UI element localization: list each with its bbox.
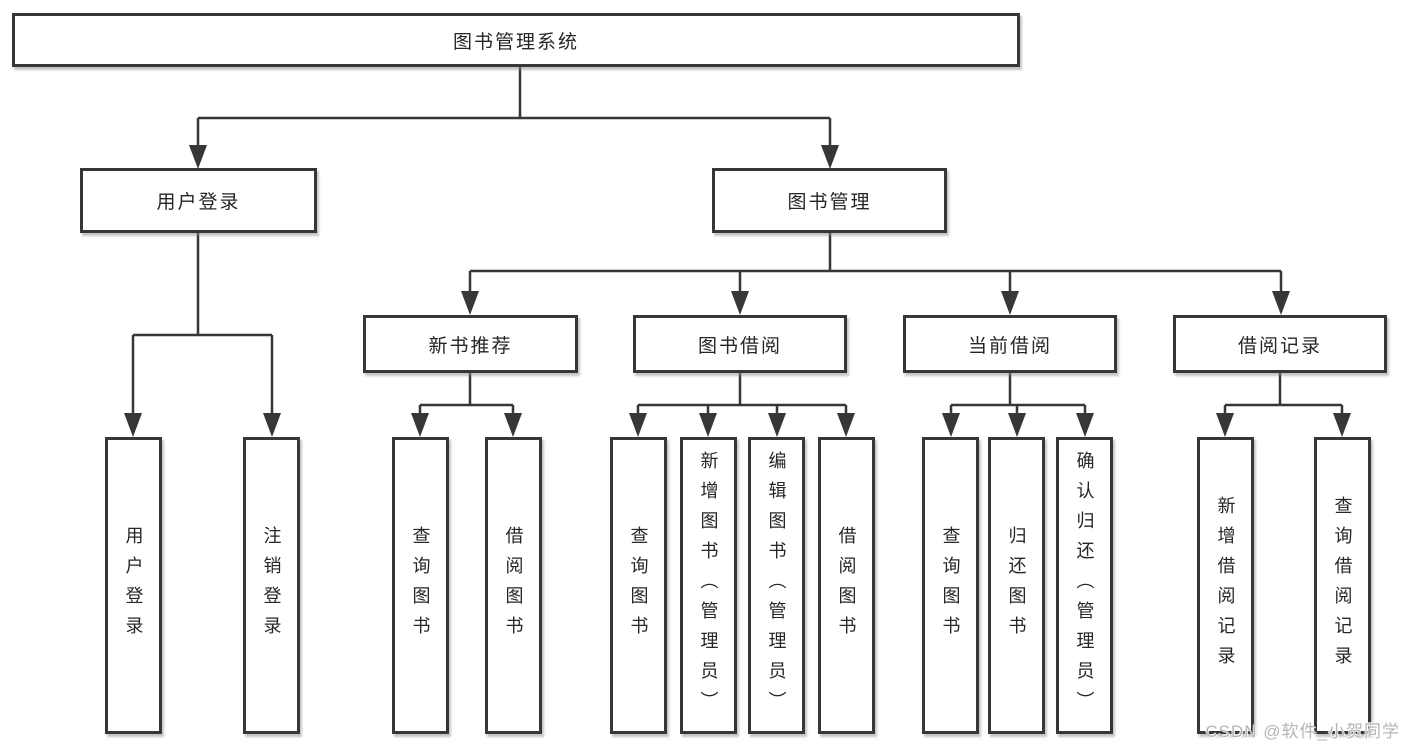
node-current-borrowing: 当前借阅 xyxy=(903,315,1117,373)
node-user-login: 用户登录 xyxy=(80,168,317,233)
arrow-to-current-borrowing xyxy=(1001,291,1019,315)
node-borrowing-records: 借阅记录 xyxy=(1173,315,1387,373)
watermark: CSDN @软件_小贺同学 xyxy=(1205,722,1400,741)
node-new-book-recommend: 新书推荐 xyxy=(363,315,578,373)
arrow-to-book-management xyxy=(821,145,839,169)
arrow-leaf xyxy=(1076,413,1094,437)
arrow-leaf xyxy=(699,413,717,437)
leaf-query-books-3: 查询图书 xyxy=(922,437,979,734)
node-root-label: 图书管理系统 xyxy=(452,31,579,53)
leaf-add-book-admin-label: 新增图书（管理员） xyxy=(698,450,719,721)
node-book-borrowing-label: 图书借阅 xyxy=(697,335,782,357)
arrow-leaf xyxy=(629,413,647,437)
arrow-leaf xyxy=(263,413,281,437)
leaf-edit-book-admin-label: 编辑图书（管理员） xyxy=(766,450,787,721)
leaf-query-books-2-label: 查询图书 xyxy=(628,525,649,646)
node-book-borrowing: 图书借阅 xyxy=(633,315,847,373)
leaf-query-borrow-record-label: 查询借阅记录 xyxy=(1332,495,1353,676)
leaf-add-borrow-record-label: 新增借阅记录 xyxy=(1215,495,1236,676)
leaf-confirm-return-admin-label: 确认归还（管理员） xyxy=(1074,450,1095,721)
connector-borrowing-records xyxy=(1223,373,1344,414)
leaf-edit-book-admin: 编辑图书（管理员） xyxy=(748,437,805,734)
leaf-add-borrow-record: 新增借阅记录 xyxy=(1197,437,1254,734)
leaf-query-books-3-label: 查询图书 xyxy=(940,525,961,646)
leaf-return-books-label: 归还图书 xyxy=(1006,525,1027,646)
connector-new-book-recommend xyxy=(418,373,515,414)
connector-book-borrowing xyxy=(636,373,848,414)
node-user-login-label: 用户登录 xyxy=(156,192,241,213)
connector-user-login xyxy=(131,233,274,414)
leaf-borrow-books-2-label: 借阅图书 xyxy=(836,525,857,646)
arrow-to-borrowing-records xyxy=(1272,291,1290,315)
arrowheads xyxy=(124,145,1351,437)
leaf-user-login-label: 用户登录 xyxy=(123,525,144,646)
leaf-user-login: 用户登录 xyxy=(105,437,162,734)
leaf-confirm-return-admin: 确认归还（管理员） xyxy=(1056,437,1113,734)
node-book-management-label: 图书管理 xyxy=(787,192,872,213)
arrow-leaf xyxy=(768,413,786,437)
leaf-borrow-books-2: 借阅图书 xyxy=(818,437,875,734)
connector-current-borrowing xyxy=(949,373,1087,414)
arrow-leaf xyxy=(124,413,142,437)
leaf-logout: 注销登录 xyxy=(243,437,300,734)
connector-root xyxy=(196,67,832,146)
leaf-query-books-1: 查询图书 xyxy=(392,437,449,734)
leaf-borrow-books-1: 借阅图书 xyxy=(485,437,542,734)
arrow-leaf xyxy=(1216,413,1234,437)
node-book-management: 图书管理 xyxy=(712,168,947,233)
arrow-to-user-login xyxy=(189,145,207,169)
arrow-to-new-book-recommend xyxy=(461,291,479,315)
node-borrowing-records-label: 借阅记录 xyxy=(1237,335,1322,357)
arrow-leaf xyxy=(504,413,522,437)
leaf-return-books: 归还图书 xyxy=(988,437,1045,734)
node-root: 图书管理系统 xyxy=(12,13,1020,67)
connector-book-management xyxy=(468,233,1283,292)
arrow-leaf xyxy=(1333,413,1351,437)
arrow-leaf xyxy=(837,413,855,437)
leaf-query-books-2: 查询图书 xyxy=(610,437,667,734)
arrow-leaf xyxy=(942,413,960,437)
node-new-book-recommend-label: 新书推荐 xyxy=(428,335,513,357)
leaf-query-borrow-record: 查询借阅记录 xyxy=(1314,437,1371,734)
leaf-query-books-1-label: 查询图书 xyxy=(410,525,431,646)
arrow-leaf xyxy=(1008,413,1026,437)
arrow-leaf xyxy=(411,413,429,437)
node-current-borrowing-label: 当前借阅 xyxy=(967,335,1052,357)
leaf-add-book-admin: 新增图书（管理员） xyxy=(680,437,737,734)
arrow-to-book-borrowing xyxy=(731,291,749,315)
leaf-logout-label: 注销登录 xyxy=(261,525,282,646)
leaf-borrow-books-1-label: 借阅图书 xyxy=(503,525,524,646)
